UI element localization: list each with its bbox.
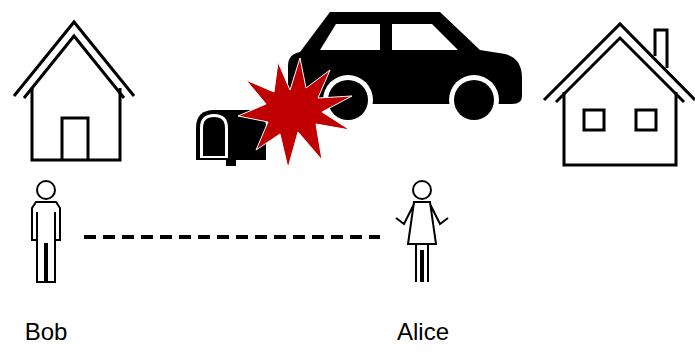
crash-burst: [238, 58, 352, 168]
house-left: [14, 22, 134, 160]
person-name: Alice: [380, 318, 466, 346]
house-right: [544, 24, 695, 165]
person-node: Bob: [8, 178, 84, 346]
man-figure: [8, 178, 108, 288]
person-node: Alice: [380, 178, 466, 346]
person-name: Bob: [8, 318, 84, 346]
dashed-connector: [84, 235, 380, 239]
woman-figure: [380, 178, 480, 288]
